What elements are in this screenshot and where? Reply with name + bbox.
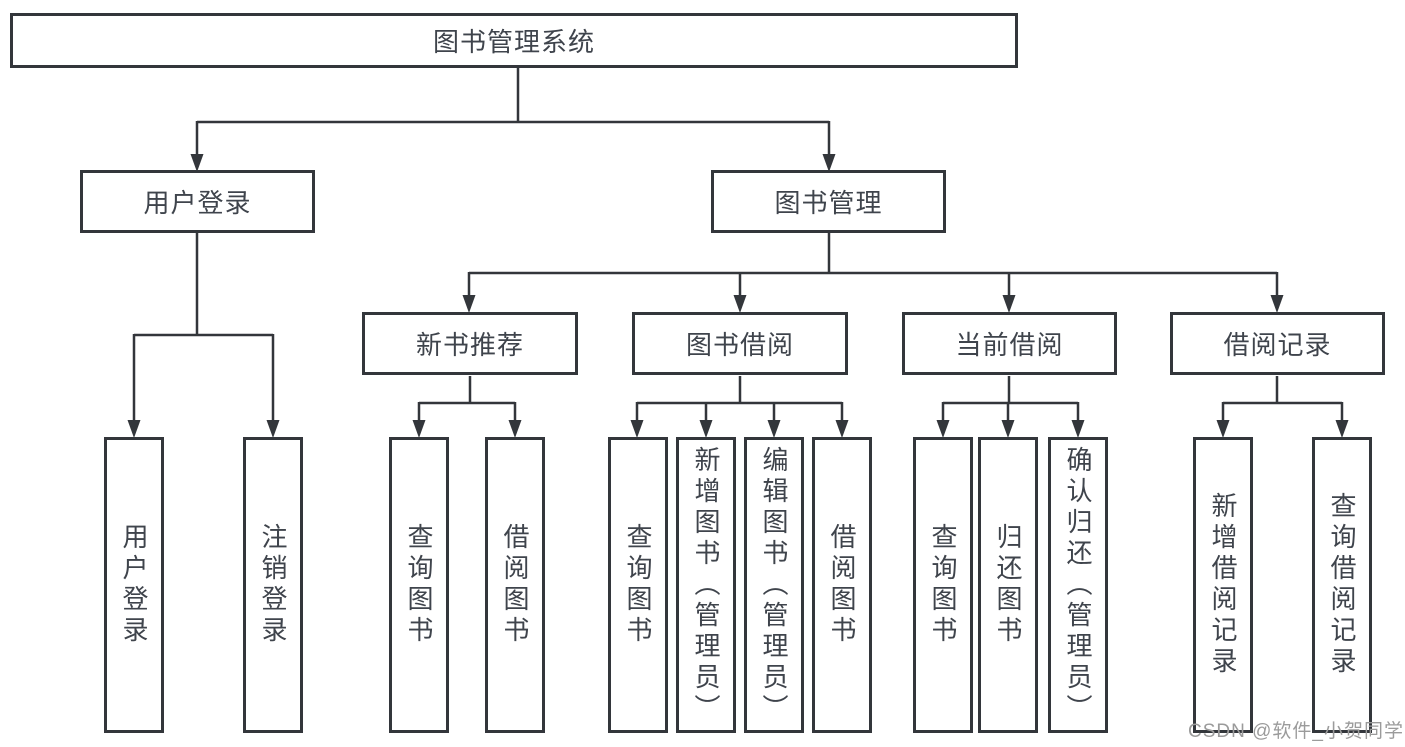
node-label: 确认归还（管理员） [1063, 445, 1093, 725]
leaf-add-borrow-record: 新增借阅记录 [1193, 437, 1253, 733]
node-label: 注销登录 [258, 523, 288, 647]
node-label: 用户登录 [119, 523, 149, 647]
node-label: 图书借阅 [685, 330, 794, 360]
node-label: 当前借阅 [955, 330, 1064, 360]
node-library-system: 图书管理系统 [10, 13, 1018, 68]
node-label: 用户登录 [143, 188, 252, 218]
node-label: 新书推荐 [415, 330, 524, 360]
node-label: 新增借阅记录 [1208, 492, 1238, 678]
node-label: 查询图书 [623, 523, 653, 647]
leaf-borrow-books: 借阅图书 [812, 437, 872, 733]
leaf-user-login: 用户登录 [104, 437, 164, 733]
leaf-edit-book-admin: 编辑图书（管理员） [744, 437, 804, 733]
node-label: 查询图书 [928, 523, 958, 647]
node-book-management: 图书管理 [711, 170, 946, 233]
csdn-watermark: CSDN @软件_小贺同学 [1188, 721, 1404, 742]
leaf-confirm-return-admin: 确认归还（管理员） [1048, 437, 1108, 733]
leaf-borrow-books-recommend: 借阅图书 [485, 437, 545, 733]
leaf-query-books-current: 查询图书 [913, 437, 973, 733]
arrowhead-icons [127, 154, 1349, 438]
node-label: 借阅图书 [827, 523, 857, 647]
node-label: 借阅记录 [1223, 330, 1332, 360]
leaf-query-books-recommend: 查询图书 [389, 437, 449, 733]
node-user-login: 用户登录 [80, 170, 315, 233]
leaf-return-book: 归还图书 [978, 437, 1038, 733]
node-label: 图书管理 [774, 188, 883, 218]
node-current-borrow: 当前借阅 [902, 312, 1117, 375]
node-label: 查询借阅记录 [1327, 492, 1357, 678]
node-borrow-records: 借阅记录 [1170, 312, 1385, 375]
node-label: 新增图书（管理员） [691, 445, 721, 725]
node-new-book-recommend: 新书推荐 [362, 312, 578, 375]
leaf-query-borrow-record: 查询借阅记录 [1312, 437, 1372, 733]
node-book-borrow: 图书借阅 [632, 312, 848, 375]
leaf-add-book-admin: 新增图书（管理员） [676, 437, 736, 733]
node-label: 编辑图书（管理员） [759, 445, 789, 725]
leaf-query-books-borrow: 查询图书 [608, 437, 668, 733]
leaf-logout: 注销登录 [243, 437, 303, 733]
node-label: 借阅图书 [500, 523, 530, 647]
node-label: 图书管理系统 [432, 27, 595, 57]
node-label: 查询图书 [404, 523, 434, 647]
node-label: 归还图书 [993, 523, 1023, 647]
